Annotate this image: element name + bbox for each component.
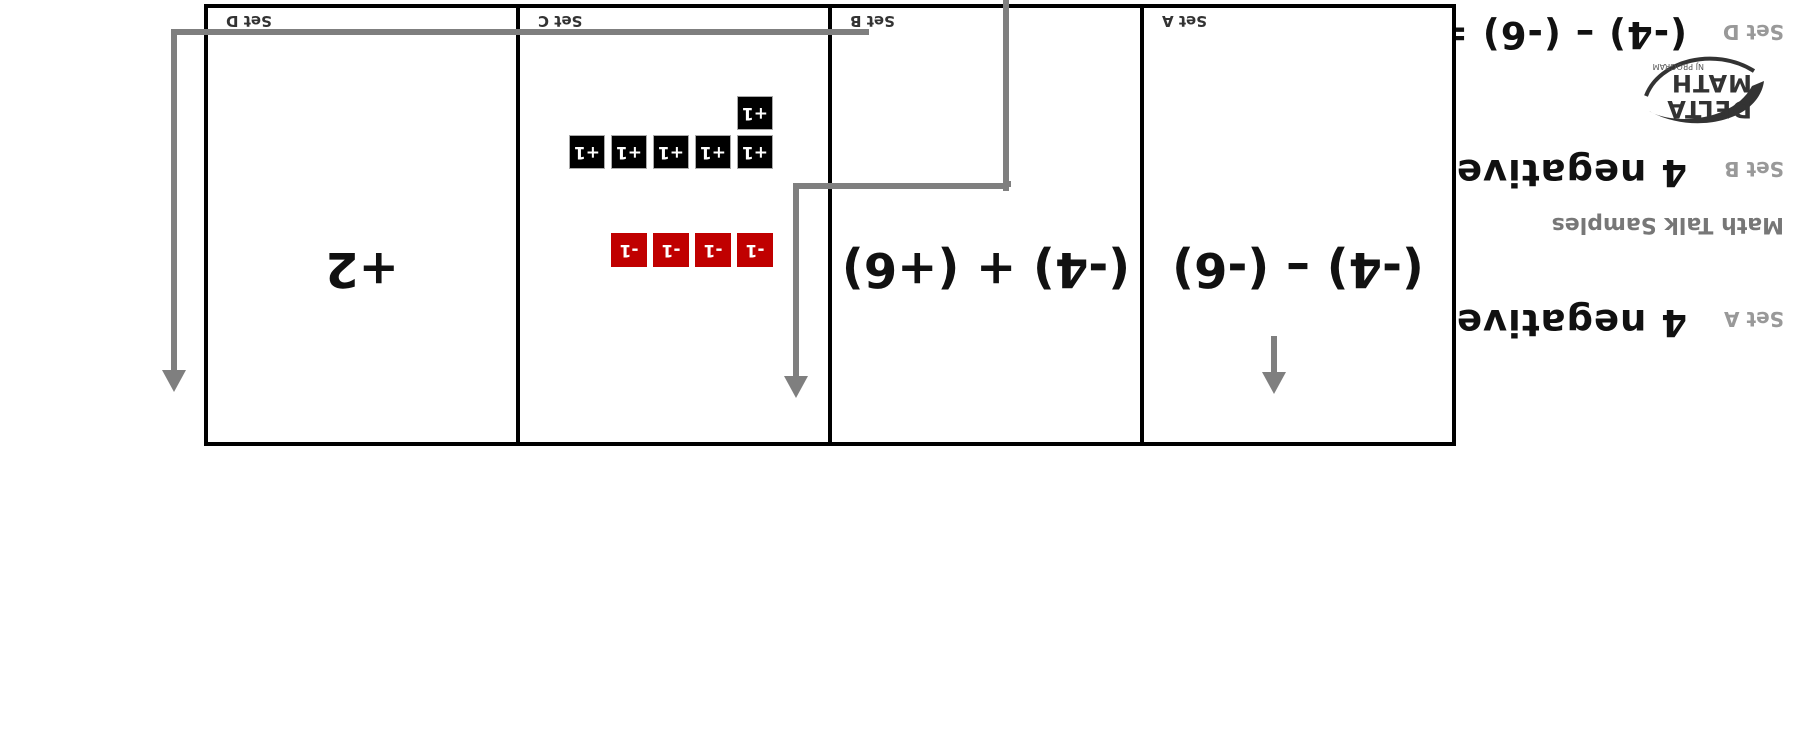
logo-text-math: MATH <box>1670 69 1752 97</box>
positive-tile: +1 <box>695 135 731 169</box>
statement-tag-a: Set A <box>1724 307 1784 331</box>
logo-swoosh-icon <box>1644 56 1764 124</box>
panel-expression-b: (-4) + (+6) <box>841 241 1131 297</box>
page-title: Math Talk Samples <box>1551 212 1784 237</box>
arrow-b-horizontal <box>793 183 1009 189</box>
positive-tile: +1 <box>611 135 647 169</box>
positive-tile: +1 <box>653 135 689 169</box>
logo-text-delta: DELTA <box>1666 95 1752 123</box>
positive-tile: +1 <box>737 96 773 130</box>
panel-tag-b: Set B <box>850 12 895 30</box>
negative-tile: -1 <box>653 233 689 267</box>
arrow-a-head-icon <box>1262 372 1286 394</box>
delta-math-logo: DELTA MATH NJ PROGRAM <box>1634 41 1774 141</box>
negative-tile: -1 <box>695 233 731 267</box>
panel-tag-d: Set D <box>226 12 272 30</box>
arrow-d-head-icon <box>162 370 186 392</box>
positive-tile: +1 <box>569 135 605 169</box>
arrow-a-shaft <box>1271 336 1277 372</box>
logo-text-program: NJ PROGRAM <box>1652 62 1704 71</box>
panel-set-a: Set A (-4) – (-6) <box>1140 4 1456 446</box>
negative-tile: -1 <box>611 233 647 267</box>
arrow-d-vertical <box>171 31 177 370</box>
panel-tag-a: Set A <box>1162 12 1207 30</box>
panel-set-b: Set B (-4) + (+6) <box>828 4 1144 446</box>
panel-set-d: Set D +2 <box>204 4 520 446</box>
statement-tag-d: Set D <box>1722 20 1784 44</box>
statement-tag-b: Set B <box>1724 157 1784 181</box>
negative-tile: -1 <box>737 233 773 267</box>
arrow-b-head-icon <box>784 376 808 398</box>
arrow-b-shaft <box>1003 0 1009 187</box>
arrow-b-vertical <box>793 184 799 376</box>
panel-tag-c: Set C <box>538 12 583 30</box>
arrow-d-horizontal <box>171 29 869 35</box>
positive-tile: +1 <box>737 135 773 169</box>
panel-expression-d: +2 <box>325 241 399 297</box>
panel-expression-a: (-4) – (-6) <box>1172 241 1424 297</box>
